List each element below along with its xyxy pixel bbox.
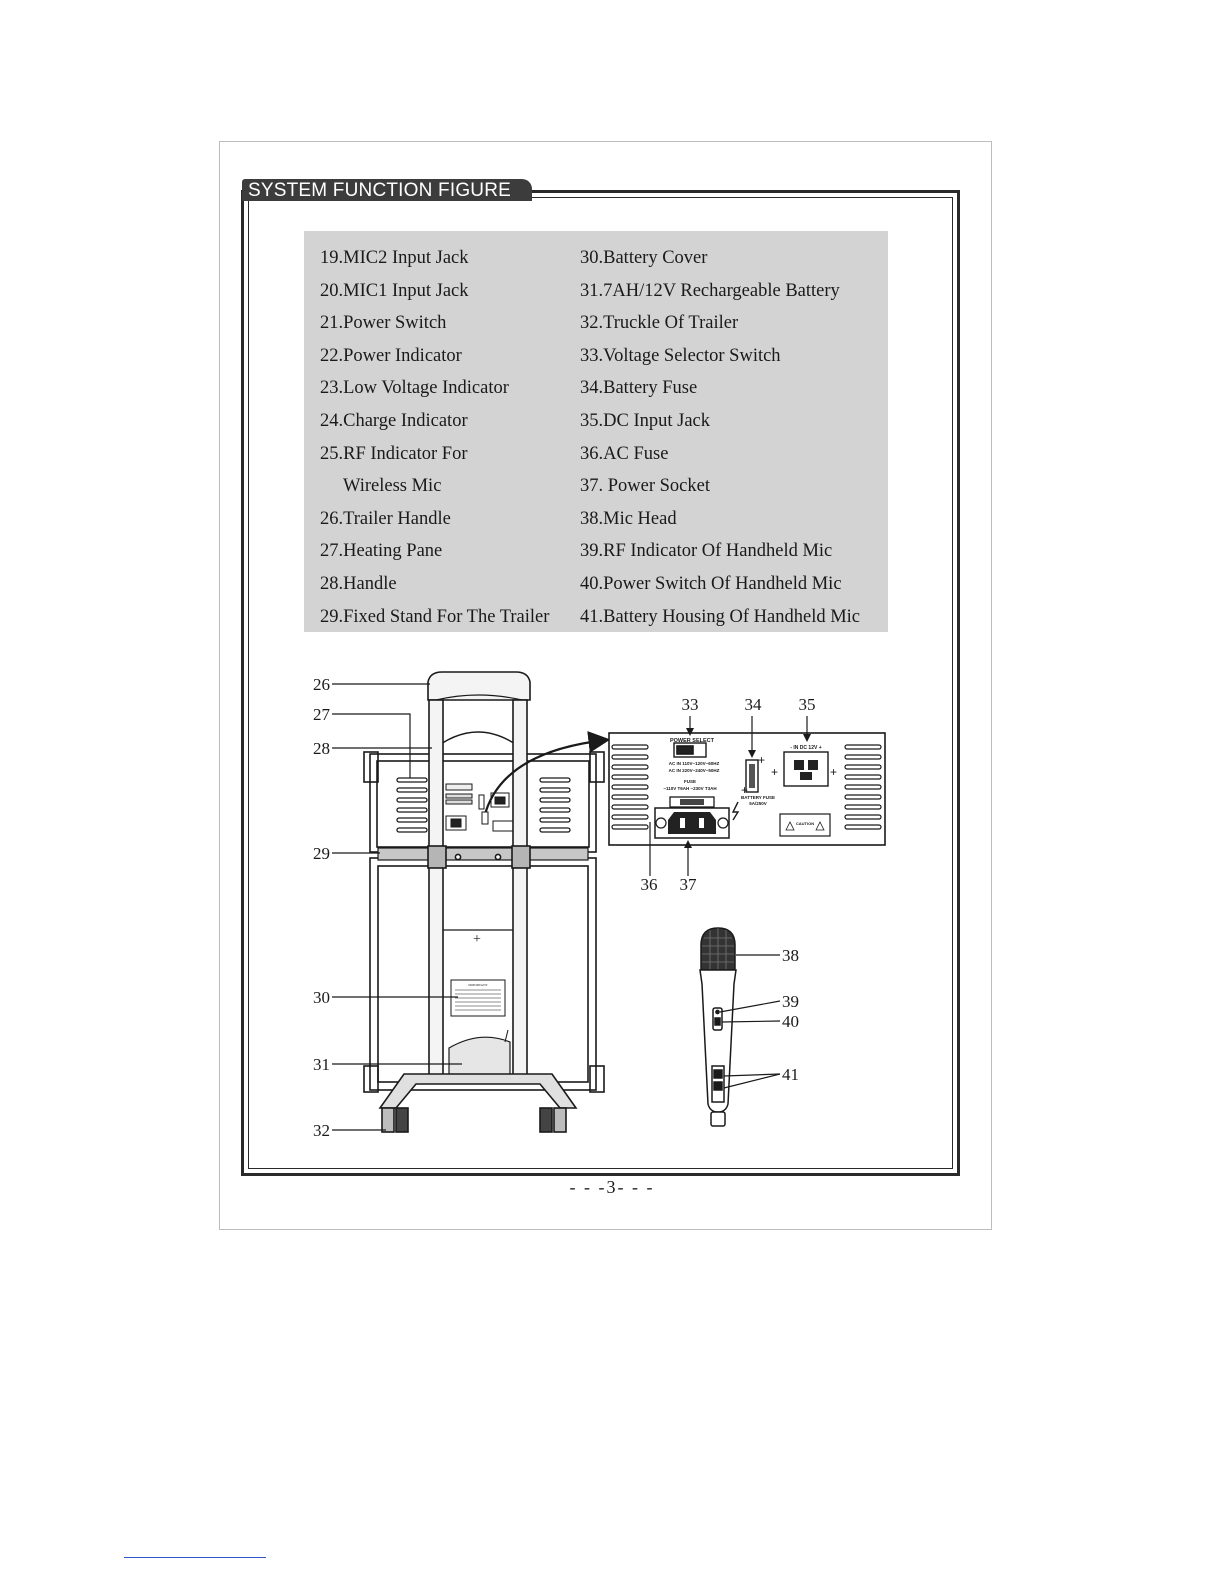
callout-38: 38 <box>782 946 799 965</box>
mic-rf-indicator <box>715 1009 720 1015</box>
zoomed-control-panel: + + + + <box>608 716 886 876</box>
legend-column-right: 30.Battery Cover 31.7AH/12V Rechargeable… <box>580 242 860 633</box>
legend-column-left: 19.MIC2 Input Jack 20.MIC1 Input Jack 21… <box>320 242 549 633</box>
legend-item: 35.DC Input Jack <box>580 410 710 431</box>
legend-item: 38.Mic Head <box>580 508 677 529</box>
rear-panel-small <box>445 783 514 832</box>
trolley-rail-left <box>428 699 444 1081</box>
svg-text:BATTERY FUSE: BATTERY FUSE <box>741 795 775 800</box>
footer-link-line[interactable] <box>124 1557 266 1558</box>
section-title: SYSTEM FUNCTION FIGURE <box>242 179 532 201</box>
legend-item: 31.7AH/12V Rechargeable Battery <box>580 280 840 301</box>
legend-item: 26.Trailer Handle <box>320 508 451 529</box>
callout-28: 28 <box>313 739 330 758</box>
vent-slots-right <box>539 777 571 833</box>
legend-item: 37. Power Socket <box>580 476 710 497</box>
legend-item: 29.Fixed Stand For The Trailer <box>320 606 550 627</box>
page-frame <box>219 141 992 1230</box>
callout-32: 32 <box>313 1121 330 1140</box>
svg-text:+: + <box>741 783 748 797</box>
legend-item: 33.Voltage Selector Switch <box>580 345 781 366</box>
legend-item: 41.Battery Housing Of Handheld Mic <box>580 606 861 627</box>
trolley-handle <box>427 671 531 701</box>
callout-41: 41 <box>782 1065 799 1084</box>
svg-text:AC IN 110V~120V~60HZ: AC IN 110V~120V~60HZ <box>669 761 720 766</box>
svg-text:+: + <box>771 765 778 779</box>
legend-item: 25.RF Indicator For <box>320 443 468 464</box>
callout-lines-mic <box>719 954 781 1089</box>
vent-slots-left <box>396 777 428 833</box>
dc-input-jack <box>783 751 829 787</box>
legend-item: 36.AC Fuse <box>580 443 669 464</box>
trolley-rail-right <box>512 699 528 1081</box>
trolley-wheels <box>381 1107 567 1133</box>
cabinet-lower-section <box>369 857 597 1091</box>
battery-outline <box>448 1036 511 1083</box>
svg-text:+: + <box>830 765 837 779</box>
caution-label <box>779 813 831 837</box>
callout-29: 29 <box>313 844 330 863</box>
legend-item: 32.Truckle Of Trailer <box>580 313 739 334</box>
legend-item: 23.Low Voltage Indicator <box>320 378 509 399</box>
callout-labels-panel: 33 34 35 36 37 <box>641 695 816 894</box>
legend-item: 22.Power Indicator <box>320 345 462 366</box>
svg-text:- IN DC 12V +: - IN DC 12V + <box>790 745 821 751</box>
callout-30: 30 <box>313 988 330 1007</box>
panel-text-labels: POWER SELECT AC IN 110V~120V~60HZ AC IN … <box>663 738 821 826</box>
legend-item: Wireless Mic <box>343 476 442 497</box>
page-number: - - -3- - - <box>569 1177 655 1197</box>
svg-text:FUSE: FUSE <box>684 779 696 784</box>
callout-27: 27 <box>313 705 331 724</box>
callout-31: 31 <box>313 1055 330 1074</box>
legend-item: 30.Battery Cover <box>580 248 708 268</box>
content-inner-border <box>248 197 953 1169</box>
svg-text:+: + <box>473 932 481 947</box>
parts-legend: 19.MIC2 Input Jack 20.MIC1 Input Jack 21… <box>304 231 888 632</box>
legend-item: 27.Heating Pane <box>320 541 443 562</box>
callout-36: 36 <box>641 875 658 894</box>
legend-item: 21.Power Switch <box>320 313 447 334</box>
callout-35: 35 <box>799 695 816 714</box>
svg-text:~110V T6AH ~230V T3AH: ~110V T6AH ~230V T3AH <box>663 786 716 791</box>
callout-lines-left <box>332 683 462 1131</box>
svg-text:+: + <box>758 753 765 767</box>
zoom-arrow <box>482 731 611 819</box>
content-border <box>241 190 960 1176</box>
handheld-microphone <box>699 927 737 1127</box>
callout-37: 37 <box>680 875 698 894</box>
svg-text:POWER SELECT: POWER SELECT <box>670 738 715 744</box>
callout-40: 40 <box>782 1012 799 1031</box>
svg-text:CAUTION: CAUTION <box>796 821 814 826</box>
svg-text:IMPORTANT: IMPORTANT <box>468 983 488 987</box>
callout-26: 26 <box>313 675 330 694</box>
speaker-rear-view: + IMPORTANT <box>363 671 611 1133</box>
legend-item: 39.RF Indicator Of Handheld Mic <box>580 541 833 562</box>
legend-item: 28.Handle <box>320 573 397 594</box>
svg-text:AC IN 220V~240V~50HZ: AC IN 220V~240V~50HZ <box>669 768 720 773</box>
callout-labels-left: 26 27 28 29 30 31 32 <box>313 675 331 1140</box>
fixed-stand-bar <box>377 847 589 861</box>
callout-labels-mic: 38 39 40 41 <box>782 946 799 1084</box>
legend-item: 19.MIC2 Input Jack <box>320 248 469 268</box>
svg-text:5A/250V: 5A/250V <box>749 801 767 806</box>
callout-33: 33 <box>682 695 699 714</box>
legend-item: 34.Battery Fuse <box>580 378 698 399</box>
trolley-base <box>378 1073 578 1109</box>
legend-item: 24.Charge Indicator <box>320 410 468 431</box>
callout-39: 39 <box>782 992 799 1011</box>
legend-item: 40.Power Switch Of Handheld Mic <box>580 573 842 594</box>
callout-34: 34 <box>745 695 763 714</box>
legend-item: 20.MIC1 Input Jack <box>320 280 469 301</box>
